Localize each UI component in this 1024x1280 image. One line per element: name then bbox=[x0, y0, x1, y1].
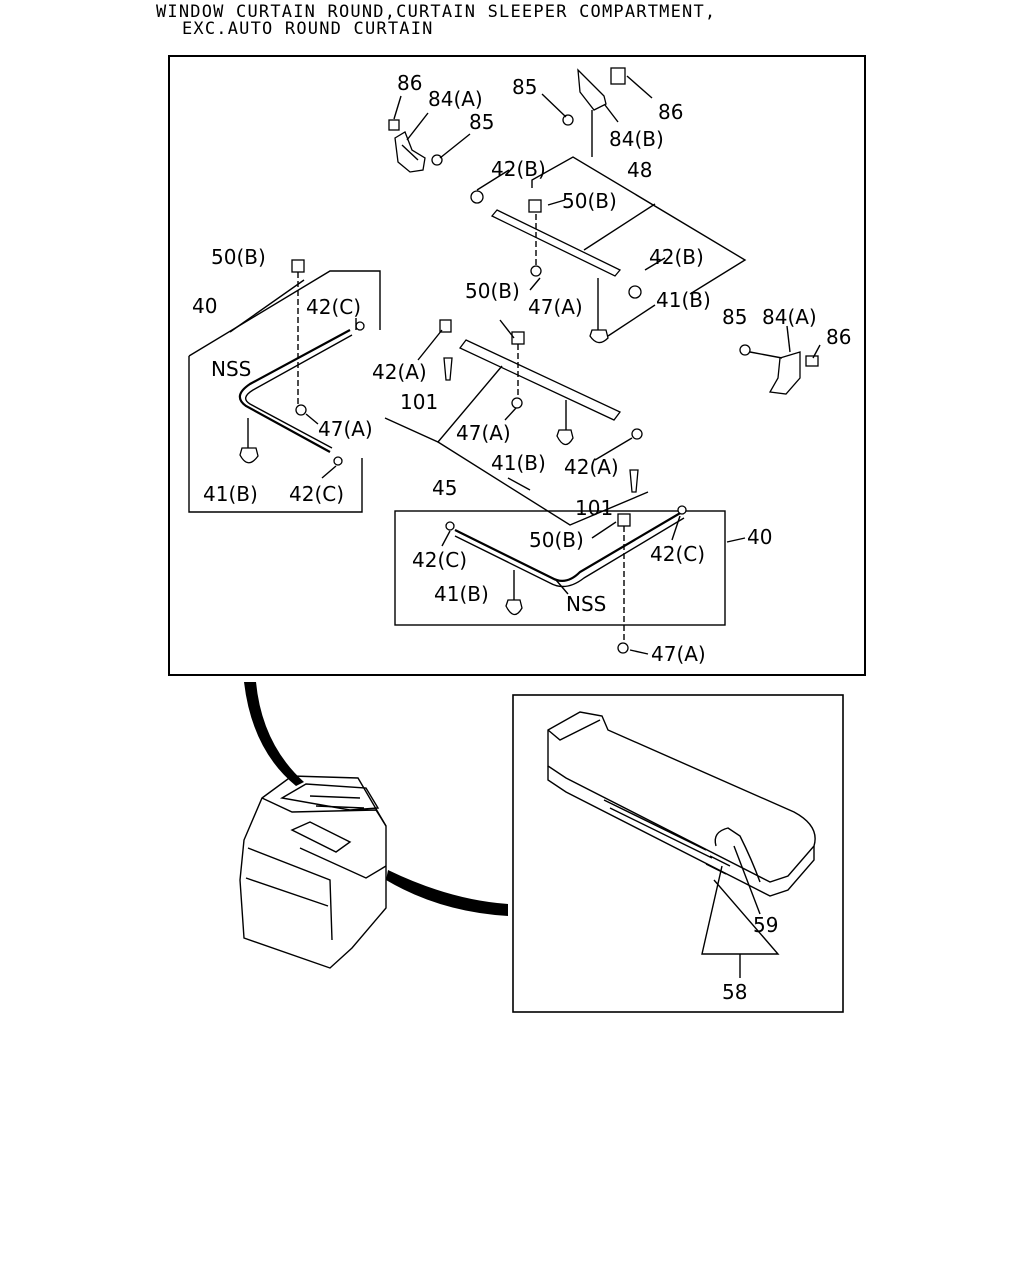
callout-41b: 41(B) bbox=[656, 288, 711, 312]
curtain-rail-40-left bbox=[229, 259, 365, 479]
callout-50b: 50(B) bbox=[211, 245, 266, 269]
callout-42c: 42(C) bbox=[289, 482, 344, 506]
curtain-rail-40-lower bbox=[441, 505, 746, 655]
callout-101: 101 bbox=[400, 390, 438, 414]
main-diagram-frame bbox=[168, 55, 866, 676]
callout-42a: 42(A) bbox=[564, 455, 619, 479]
callout-50b: 50(B) bbox=[562, 189, 617, 213]
callout-85: 85 bbox=[722, 305, 747, 329]
callout-47a: 47(A) bbox=[456, 421, 511, 445]
callout-85: 85 bbox=[469, 110, 494, 134]
callout-50b: 50(B) bbox=[529, 528, 584, 552]
callout-42c: 42(C) bbox=[650, 542, 705, 566]
curtain-rail-48 bbox=[470, 156, 747, 344]
callout-40: 40 bbox=[747, 525, 772, 549]
truck-cab-illustration bbox=[239, 682, 508, 969]
title-line-2: EXC.AUTO ROUND CURTAIN bbox=[182, 19, 434, 39]
callout-86: 86 bbox=[826, 325, 851, 349]
left-assembly-box bbox=[188, 356, 363, 513]
callout-42c: 42(C) bbox=[306, 295, 361, 319]
callout-86: 86 bbox=[397, 71, 422, 95]
bracket-84a-upper bbox=[388, 95, 471, 173]
callout-41b: 41(B) bbox=[491, 451, 546, 475]
callout-85: 85 bbox=[512, 75, 537, 99]
callout-47a: 47(A) bbox=[651, 642, 706, 666]
callout-41b: 41(B) bbox=[203, 482, 258, 506]
callout-42b: 42(B) bbox=[491, 157, 546, 181]
callout-47a: 47(A) bbox=[528, 295, 583, 319]
title-line-1: WINDOW CURTAIN ROUND,CURTAIN SLEEPER COM… bbox=[156, 2, 717, 22]
bracket-84b bbox=[541, 67, 653, 157]
callout-84a: 84(A) bbox=[762, 305, 817, 329]
bracket-84a-right bbox=[739, 325, 821, 395]
callout-nss: NSS bbox=[211, 357, 251, 381]
diagram-title: WINDOW CURTAIN ROUND,CURTAIN SLEEPER COM… bbox=[156, 4, 716, 38]
lower-assembly-box bbox=[394, 510, 726, 626]
curtain-rail-45 bbox=[384, 319, 649, 526]
callout-59: 59 bbox=[753, 913, 778, 937]
callout-42a: 42(A) bbox=[372, 360, 427, 384]
callout-86: 86 bbox=[658, 100, 683, 124]
callout-48: 48 bbox=[627, 158, 652, 182]
callout-40: 40 bbox=[192, 294, 217, 318]
callout-50b: 50(B) bbox=[465, 279, 520, 303]
callout-45: 45 bbox=[432, 476, 457, 500]
callout-42c: 42(C) bbox=[412, 548, 467, 572]
callout-41b: 41(B) bbox=[434, 582, 489, 606]
callout-42b: 42(B) bbox=[649, 245, 704, 269]
callout-84b: 84(B) bbox=[609, 127, 664, 151]
callout-58: 58 bbox=[722, 980, 747, 1004]
callout-84a: 84(A) bbox=[428, 87, 483, 111]
callout-47a: 47(A) bbox=[318, 417, 373, 441]
inset-frame bbox=[512, 694, 844, 1013]
callout-101: 101 bbox=[575, 496, 613, 520]
curtain-pouch-58 bbox=[547, 711, 816, 978]
callout-nss: NSS bbox=[566, 592, 606, 616]
